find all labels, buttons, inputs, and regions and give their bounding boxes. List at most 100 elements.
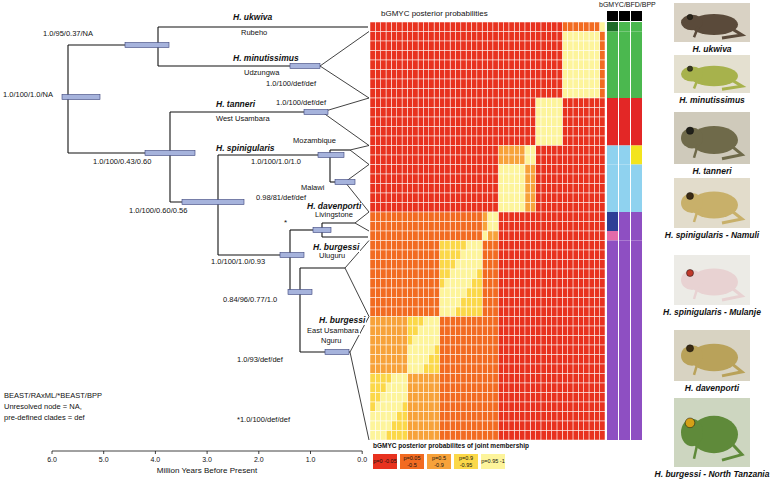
heatmap-cell	[450, 307, 455, 317]
heatmap-cell	[562, 412, 567, 422]
heatmap-cell	[375, 345, 380, 355]
heatmap-cell	[370, 212, 375, 222]
heatmap-cell	[450, 241, 455, 251]
heatmap-cell	[402, 184, 407, 194]
heatmap-cell	[552, 364, 557, 374]
heatmap-cell	[562, 241, 567, 251]
heatmap-cell	[520, 279, 525, 289]
heatmap-cell	[568, 155, 573, 165]
heatmap-cell	[600, 393, 605, 403]
heatmap-cell	[584, 51, 589, 61]
heatmap-cell	[488, 146, 493, 156]
heatmap-cell	[450, 193, 455, 203]
heatmap-cell	[493, 174, 498, 184]
heatmap-cell	[386, 355, 391, 365]
heatmap-cell	[520, 165, 525, 175]
heatmap-cell	[525, 60, 530, 70]
heatmap-cell	[455, 298, 460, 308]
heatmap-cell	[573, 412, 578, 422]
heatmap-cell	[525, 22, 530, 32]
heatmap-cell	[488, 22, 493, 32]
heatmap-cell	[578, 250, 583, 260]
heatmap-cell	[594, 127, 599, 137]
heatmap-cell	[391, 98, 396, 108]
heatmap-cell	[439, 288, 444, 298]
heatmap-cell	[541, 155, 546, 165]
heatmap-cell	[509, 393, 514, 403]
clade-triangle	[355, 212, 369, 231]
heatmap-cell	[514, 374, 519, 384]
heatmap-cell	[504, 70, 509, 80]
heatmap-cell	[418, 222, 423, 232]
heatmap-cell	[370, 402, 375, 412]
heatmap-cell	[600, 412, 605, 422]
heatmap-cell	[600, 269, 605, 279]
heatmap-cell	[504, 155, 509, 165]
heatmap-cell	[525, 307, 530, 317]
heatmap-cell	[536, 393, 541, 403]
heatmap-cell	[514, 241, 519, 251]
heatmap-cell	[434, 136, 439, 146]
heatmap-cell	[418, 326, 423, 336]
heatmap-cell	[418, 374, 423, 384]
heatmap-cell	[450, 60, 455, 70]
heatmap-cell	[391, 203, 396, 213]
heatmap-cell	[455, 203, 460, 213]
heatmap-cell	[471, 51, 476, 61]
heatmap-cell	[568, 383, 573, 393]
heatmap-cell	[525, 98, 530, 108]
heatmap-cell	[525, 146, 530, 156]
heatmap-cell	[466, 288, 471, 298]
heatmap-cell	[375, 108, 380, 118]
heatmap-cell	[530, 307, 535, 317]
heatmap-cell	[578, 336, 583, 346]
heatmap-cell	[402, 336, 407, 346]
heatmap-cell	[402, 22, 407, 32]
heatmap-cell	[562, 51, 567, 61]
heatmap-cell	[397, 174, 402, 184]
heatmap-cell	[568, 402, 573, 412]
heatmap-cell	[391, 431, 396, 441]
heatmap-cell	[445, 402, 450, 412]
heatmap-cell	[589, 108, 594, 118]
heatmap-cell	[407, 136, 412, 146]
heatmap-cell	[445, 383, 450, 393]
heatmap-cell	[445, 326, 450, 336]
heatmap-cell	[402, 307, 407, 317]
heatmap	[370, 22, 605, 440]
heatmap-cell	[386, 79, 391, 89]
heatmap-cell	[423, 260, 428, 270]
heatmap-cell	[562, 60, 567, 70]
heatmap-cell	[482, 108, 487, 118]
heatmap-cell	[509, 260, 514, 270]
heatmap-cell	[589, 431, 594, 441]
species-bar	[607, 32, 618, 99]
heatmap-cell	[584, 70, 589, 80]
heatmap-cell	[584, 79, 589, 89]
heatmap-cell	[482, 22, 487, 32]
heatmap-cell	[450, 89, 455, 99]
heatmap-cell	[418, 98, 423, 108]
heatmap-cell	[525, 136, 530, 146]
heatmap-cell	[466, 203, 471, 213]
heatmap-cell	[504, 193, 509, 203]
heatmap-cell	[381, 212, 386, 222]
heatmap-cell	[381, 326, 386, 336]
heatmap-cell	[381, 155, 386, 165]
heatmap-cell	[450, 279, 455, 289]
clade-triangle	[350, 317, 369, 441]
heatmap-cell	[530, 336, 535, 346]
heatmap-cell	[525, 184, 530, 194]
heatmap-cell	[461, 70, 466, 80]
heatmap-cell	[536, 412, 541, 422]
heatmap-cell	[477, 136, 482, 146]
heatmap-cell	[530, 326, 535, 336]
heatmap-cell	[381, 146, 386, 156]
heatmap-cell	[381, 374, 386, 384]
heatmap-cell	[600, 108, 605, 118]
heatmap-cell	[488, 231, 493, 241]
heatmap-cell	[413, 374, 418, 384]
heatmap-cell	[391, 288, 396, 298]
clade-triangle	[320, 32, 369, 99]
heatmap-cell	[557, 108, 562, 118]
